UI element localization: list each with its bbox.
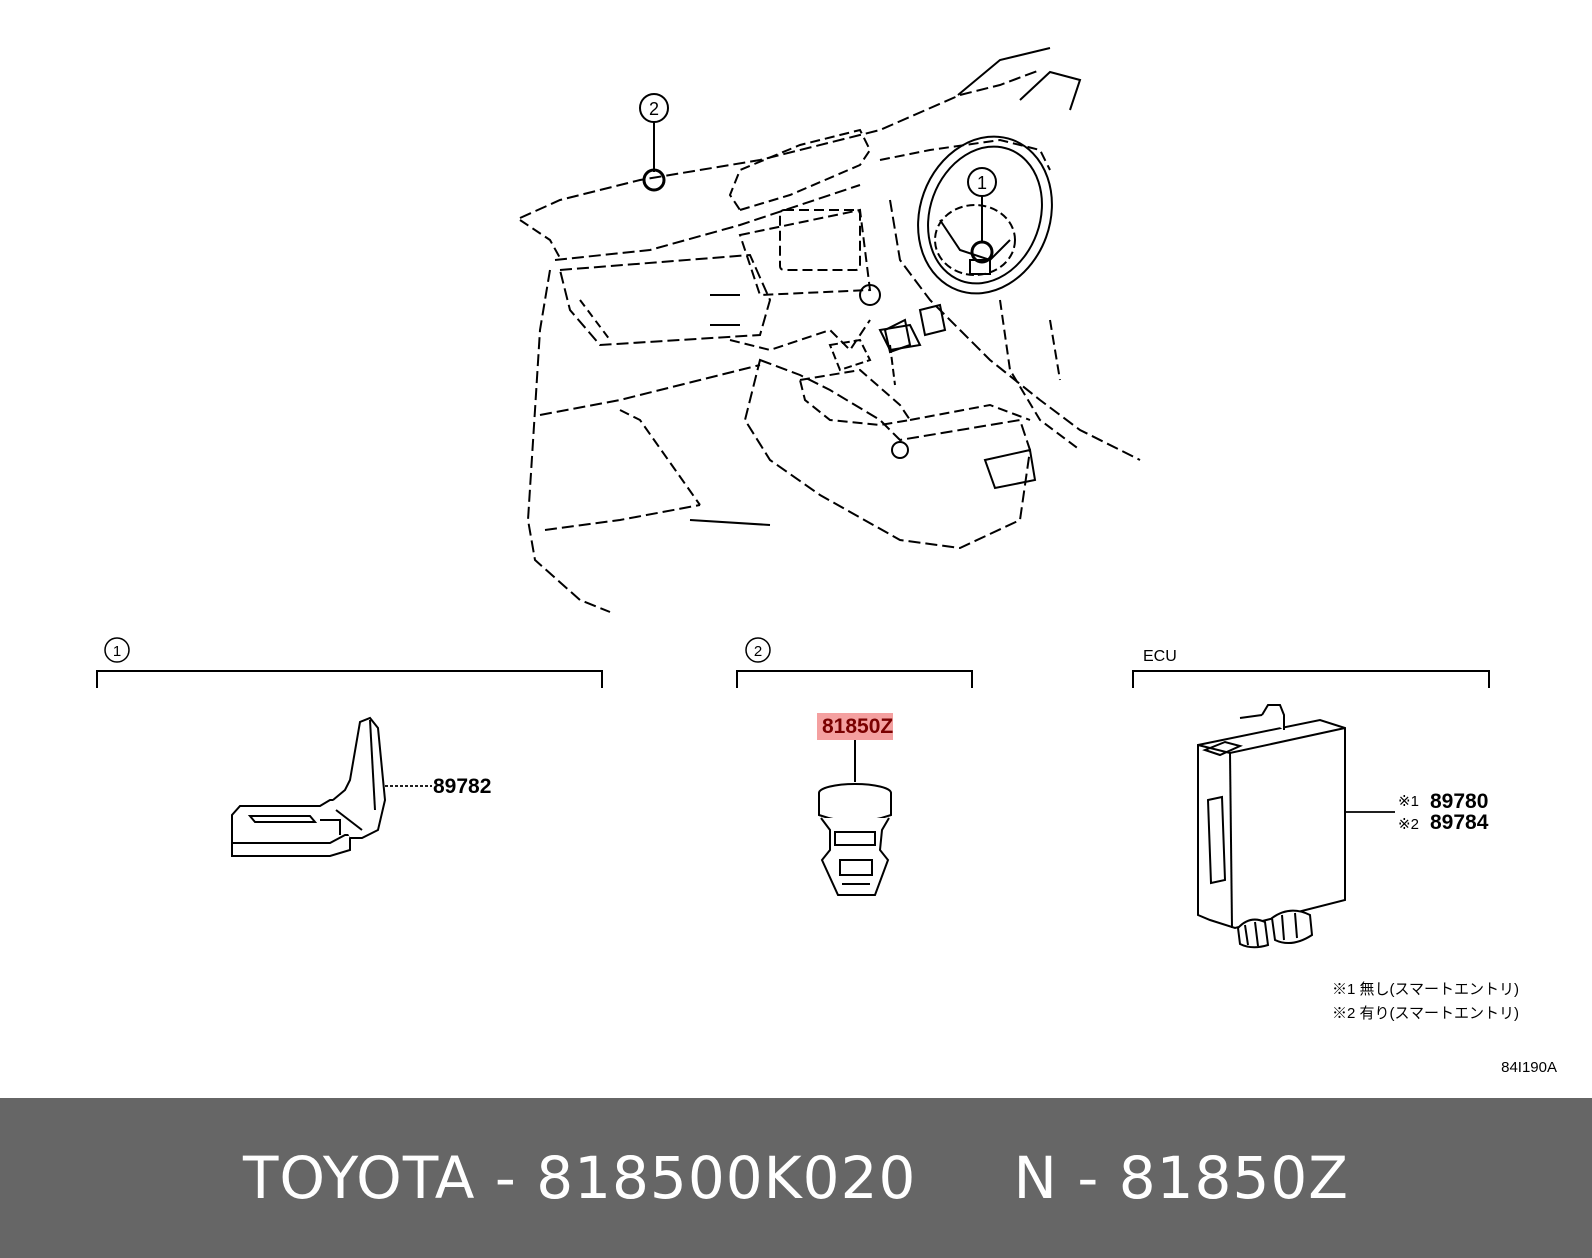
callout-1: 1 — [967, 167, 997, 264]
dashboard-illustration — [519, 47, 1141, 613]
callout-1-label: 1 — [977, 173, 987, 193]
callout-2-label: 2 — [649, 99, 659, 119]
group-2-marker: 2 — [754, 643, 762, 660]
parts-diagram: 2 1 1 89782 2 81850Z — [96, 47, 1557, 1076]
group-2: 2 81850Z — [736, 637, 973, 896]
note-2: ※2 有り(スマートエントリ) — [1332, 1005, 1519, 1022]
group-1-marker: 1 — [113, 643, 121, 660]
group-1: 1 89782 — [96, 637, 603, 857]
footer-caption: TOYOTA - 818500K020 N - 81850Z — [243, 1144, 1349, 1212]
part-89782-label: 89782 — [433, 775, 491, 798]
drawing-code: 84I190A — [1501, 1059, 1557, 1076]
note-1: ※1 無し(スマートエントリ) — [1332, 981, 1519, 998]
part-81850z-highlight — [817, 713, 893, 740]
part-89780-label: 89780 — [1430, 790, 1488, 813]
part-81850z-drawing — [818, 783, 892, 896]
note-mark-2: ※2 — [1398, 816, 1419, 833]
part-89784-label: 89784 — [1430, 811, 1489, 834]
part-81850z-label: 81850Z — [822, 715, 893, 738]
callout-2: 2 — [639, 93, 669, 192]
footer-caption-bar: TOYOTA - 818500K020 N - 81850Z — [0, 1098, 1592, 1258]
group-ecu: ECU ※1 89780 ※2 89784 — [1132, 648, 1490, 949]
part-89782-drawing — [231, 716, 387, 857]
ecu-drawing — [1197, 704, 1346, 949]
note-mark-1: ※1 — [1398, 793, 1419, 810]
group-ecu-label: ECU — [1143, 648, 1177, 665]
